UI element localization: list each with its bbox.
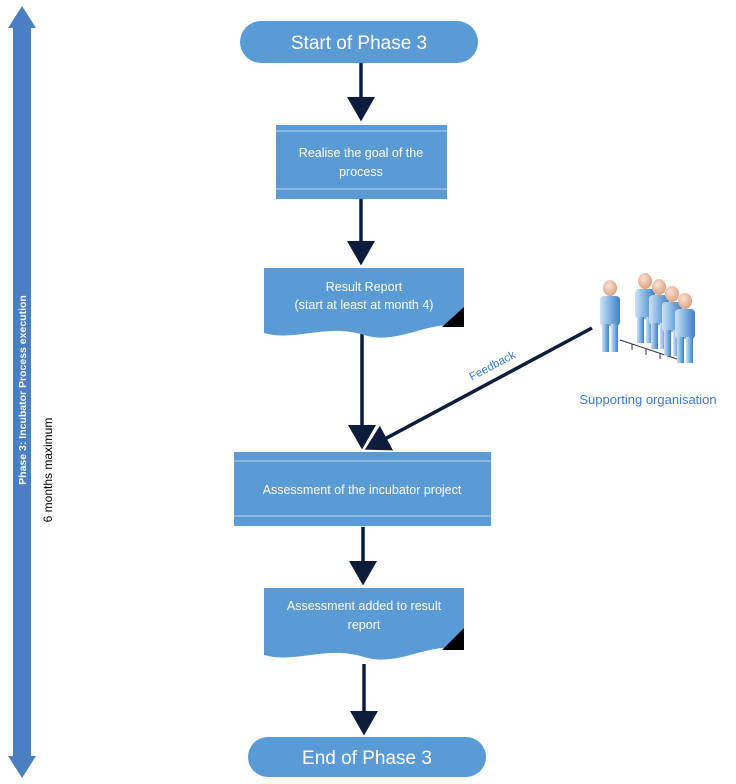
organisation-label: Supporting organisation — [579, 392, 716, 407]
connectors — [347, 63, 593, 736]
result-report-line2: (start at least at month 4) — [295, 298, 434, 312]
people-group-icon — [600, 273, 695, 363]
realise-goal-node: Realise the goal of the process — [276, 125, 447, 199]
phase-duration-bar — [8, 6, 36, 778]
phase-label: Phase 3: Incubator Process execution — [17, 295, 29, 485]
assessment-added-line1: Assessment added to result — [287, 599, 442, 613]
start-node-label: Start of Phase 3 — [291, 33, 427, 54]
result-report-line1: Result Report — [326, 280, 403, 294]
end-node: End of Phase 3 — [248, 737, 486, 777]
duration-label: 6 months maximum — [41, 418, 55, 523]
arrow-feedback — [364, 326, 593, 451]
person-icon-5 — [675, 293, 695, 363]
assessment-node: Assessment of the incubator project — [234, 452, 491, 526]
feedback-label: Feedback — [467, 349, 517, 383]
realise-goal-line1: Realise the goal of the — [299, 146, 423, 160]
person-icon-1 — [600, 280, 620, 352]
end-node-label: End of Phase 3 — [302, 748, 432, 769]
assessment-added-node: Assessment added to result report — [264, 588, 464, 660]
result-report-node: Result Report (start at least at month 4… — [264, 268, 464, 338]
assessment-added-line2: report — [348, 618, 381, 632]
realise-goal-line2: process — [339, 165, 383, 179]
start-node: Start of Phase 3 — [240, 21, 478, 63]
assessment-label: Assessment of the incubator project — [263, 483, 462, 497]
